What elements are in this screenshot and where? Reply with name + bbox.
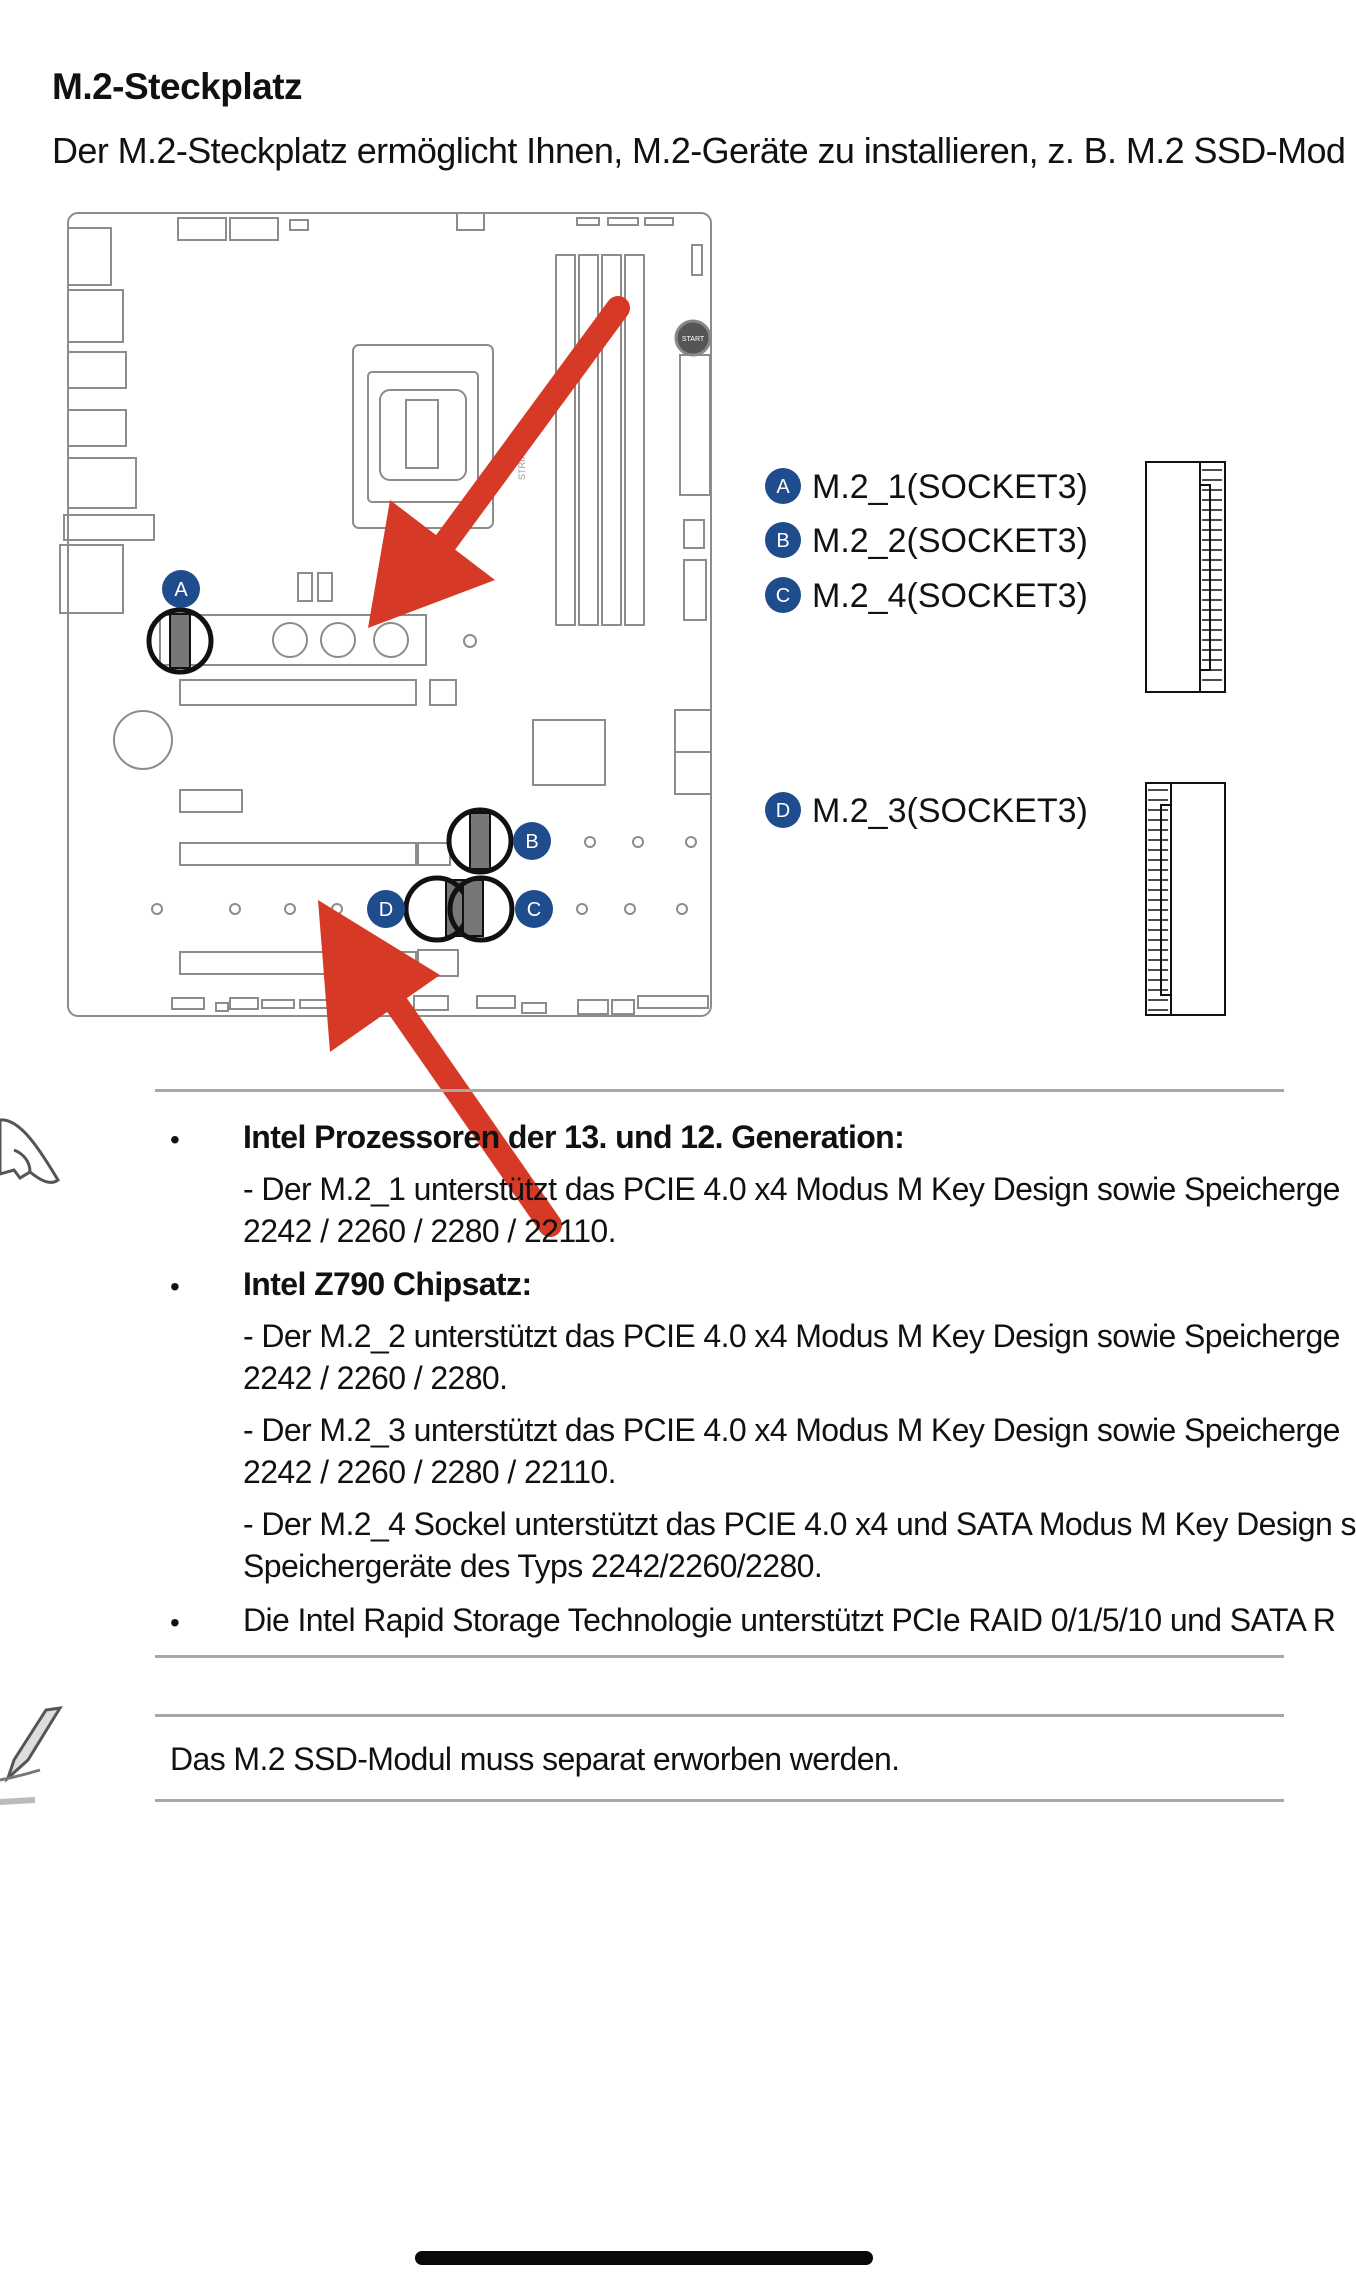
bullet-1-marker: • <box>170 1124 180 1155</box>
bullet-2-block: Intel Z790 Chipsatz: - Der M.2_2 unterst… <box>243 1263 1356 1587</box>
socket-pins-bottom <box>1148 789 1168 1011</box>
socket-pins-top <box>1202 469 1222 681</box>
bullet-3-block: Die Intel Rapid Storage Technologie unte… <box>243 1599 1336 1641</box>
pcie-x1-slot <box>179 789 243 813</box>
legend-badge-a <box>765 468 801 504</box>
legend-badge-d-letter: D <box>776 800 790 822</box>
m2-3-description-line1: - Der M.2_3 unterstützt das PCIE 4.0 x4 … <box>243 1412 1340 1448</box>
legend-badge-b <box>765 522 801 558</box>
m2-1-description-line1: - Der M.2_1 unterstützt das PCIE 4.0 x4 … <box>243 1171 1340 1207</box>
callout-badge-a-letter: A <box>174 579 188 601</box>
purchase-note-text: Das M.2 SSD-Modul muss separat erworben … <box>170 1741 900 1777</box>
pointing-hand-icon <box>0 1118 60 1184</box>
legend-label-m2-1: M.2_1(SOCKET3) <box>812 468 1088 506</box>
legend-label-m2-2: M.2_2(SOCKET3) <box>812 522 1088 560</box>
start-button-label: START <box>682 336 705 343</box>
pen-note-icon <box>0 1706 63 1805</box>
bullet-1-block: Intel Prozessoren der 13. und 12. Genera… <box>243 1116 1340 1252</box>
io-port-usb <box>67 227 112 286</box>
start-button <box>674 319 712 357</box>
bullet-3-marker: • <box>170 1607 180 1638</box>
m2-4-description-line2: Speichergeräte des Typs 2242/2260/2280. <box>243 1548 823 1584</box>
legend-badge-a-letter: A <box>776 476 790 498</box>
intro-text: Der M.2-Steckplatz ermöglicht Ihnen, M.2… <box>52 130 1346 171</box>
atx-24pin-connector <box>679 354 711 496</box>
legend-label-m2-3: M.2_3(SOCKET3) <box>812 792 1088 830</box>
notes-bottom-divider <box>155 1655 1284 1658</box>
dimm-slot-a1 <box>555 254 576 626</box>
motherboard-outline <box>67 212 712 1017</box>
red-arrow-bottom <box>318 900 562 1237</box>
legend-badge-d <box>765 792 801 828</box>
bullet-2-marker: • <box>170 1271 180 1302</box>
callout-badge-a <box>162 570 200 608</box>
dimm-slot-a2 <box>578 254 599 626</box>
cmos-battery <box>113 710 173 770</box>
m2-2-socket-callout <box>446 807 514 875</box>
mounting-holes <box>151 836 697 915</box>
m2-2-description-line1: - Der M.2_2 unterstützt das PCIE 4.0 x4 … <box>243 1318 1340 1354</box>
bullet-1-heading: Intel Prozessoren der 13. und 12. Genera… <box>243 1119 905 1155</box>
pcie-x16-slot <box>179 679 417 706</box>
cpu-power-8pin-2 <box>229 217 279 241</box>
pcie-x16-slot-2 <box>179 842 417 866</box>
legend-badge-c <box>765 577 801 613</box>
callout-badge-b <box>513 822 551 860</box>
legend-label-m2-4: M.2_4(SOCKET3) <box>812 577 1088 615</box>
callout-badge-b-letter: B <box>525 831 538 853</box>
callout-badge-c <box>515 890 553 928</box>
m2-4-description-line1: - Der M.2_4 Sockel unterstützt das PCIE … <box>243 1506 1356 1542</box>
io-port-usbc <box>67 457 137 509</box>
notes-top-divider <box>155 1089 1284 1092</box>
m2-1-description-line2: 2242 / 2260 / 2280 / 22110. <box>243 1213 616 1249</box>
io-port-audio <box>59 544 124 614</box>
io-port-dp <box>67 409 127 447</box>
purchase-note-bottom-divider <box>155 1799 1284 1802</box>
m2-1-area <box>159 614 427 666</box>
chipset <box>532 719 606 786</box>
purchase-note-top-divider <box>155 1714 1284 1717</box>
m2-3-description-line2: 2242 / 2260 / 2280 / 22110. <box>243 1454 616 1490</box>
dimm-slot-b2 <box>624 254 645 626</box>
raid-support-text: Die Intel Rapid Storage Technologie unte… <box>243 1602 1336 1638</box>
dimm-slot-b1 <box>601 254 622 626</box>
red-arrow-top <box>368 296 630 628</box>
bullet-2-heading: Intel Z790 Chipsatz: <box>243 1266 532 1302</box>
page-title: M.2-Steckplatz <box>52 66 303 107</box>
callout-badge-d-letter: D <box>379 899 393 921</box>
m2-4-socket-callout <box>447 875 515 943</box>
m2-socket-drawing-top <box>1145 461 1226 693</box>
io-port-lan <box>67 289 124 343</box>
m2-2-description-line2: 2242 / 2260 / 2280. <box>243 1360 508 1396</box>
io-port-hdmi <box>67 351 127 389</box>
motherboard-m2-diagram: START STRIX Z790-F A B C D A M.2_1(SOCKE… <box>59 212 1226 1237</box>
io-port-wifi <box>63 514 155 541</box>
m2-1-socket-callout <box>146 607 214 675</box>
legend-badge-b-letter: B <box>776 530 789 552</box>
legend-badge-c-letter: C <box>776 585 790 607</box>
home-indicator-bar[interactable] <box>415 2251 873 2265</box>
cpu-power-8pin-1 <box>177 217 227 241</box>
callout-badge-d <box>367 890 405 928</box>
callout-badge-c-letter: C <box>527 899 541 921</box>
